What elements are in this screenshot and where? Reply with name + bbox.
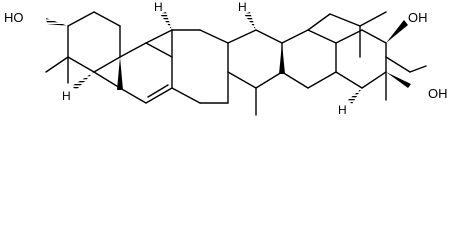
- stereo-h-label: H: [154, 0, 163, 14]
- bold-wedge-bond: [279, 43, 285, 74]
- stereo-h-label: H: [62, 89, 71, 103]
- ring-e-hexagon: [335, 29, 387, 101]
- skeletal-structure-diagram: HO OH OH H H H H: [4, 0, 448, 117]
- bold-wedge-bond: [386, 72, 411, 88]
- hashed-wedge-bond: [160, 12, 172, 30]
- hydroxyl-label: OH: [408, 10, 428, 25]
- hashed-wedge-bond: [46, 18, 68, 26]
- stereo-h-label: H: [338, 103, 347, 117]
- bold-wedge-bond: [386, 20, 408, 43]
- stereo-h-label: H: [238, 0, 247, 14]
- hashed-wedge-bond: [348, 88, 362, 104]
- ring-a: [45, 11, 121, 84]
- hydroxyl-label: HO: [4, 10, 24, 25]
- hydroxymethyl-label: OH: [428, 86, 448, 101]
- ring-b: [93, 42, 173, 104]
- hashed-wedge-bond: [244, 12, 256, 30]
- structure-canvas: HO OH OH H H H H: [4, 0, 448, 117]
- hashed-wedge-bond: [72, 72, 94, 90]
- bold-wedge-bond: [117, 57, 123, 90]
- ring-c-seven: [145, 29, 229, 104]
- ring-d: [227, 29, 283, 116]
